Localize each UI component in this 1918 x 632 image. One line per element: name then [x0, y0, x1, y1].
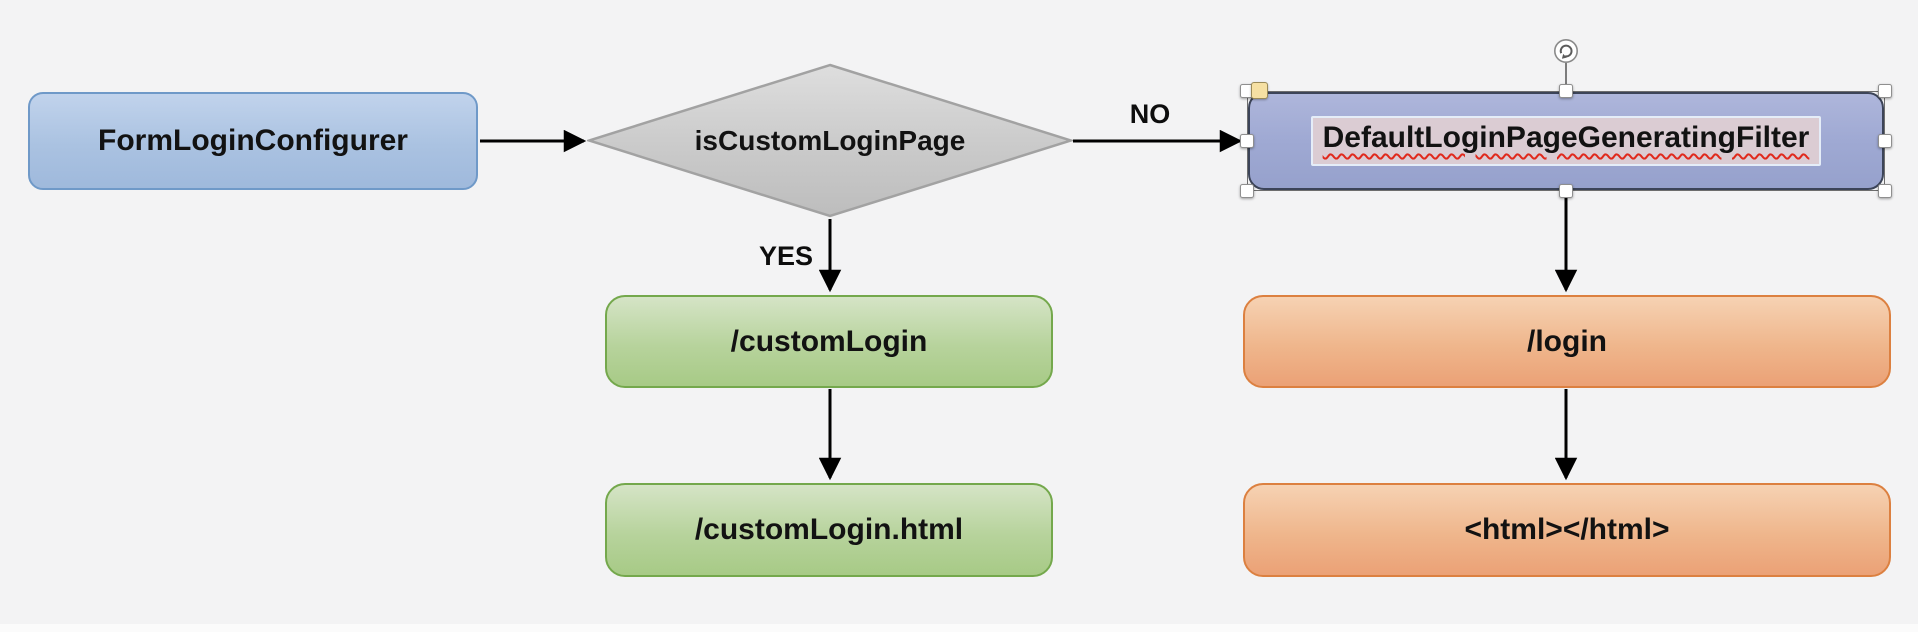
- node-label: /customLogin.html: [694, 513, 964, 546]
- node-label: isCustomLoginPage: [694, 124, 966, 156]
- rotate-handle[interactable]: [1553, 38, 1579, 64]
- edge-label-no: NO: [1129, 99, 1171, 129]
- node-html-output[interactable]: <html></html>: [1243, 483, 1891, 577]
- resize-handle-right[interactable]: [1878, 134, 1892, 148]
- text-selection-highlight: DefaultLoginPageGeneratingFilter: [1310, 115, 1822, 167]
- node-label: DefaultLoginPageGeneratingFilter: [1322, 120, 1810, 154]
- node-custom-login[interactable]: /customLogin: [605, 295, 1053, 388]
- node-label: /customLogin: [730, 324, 928, 358]
- resize-handle-top-right[interactable]: [1878, 84, 1892, 98]
- decision-diamond-shape: [587, 63, 1073, 218]
- resize-handle-bottom-left[interactable]: [1240, 184, 1254, 198]
- resize-handle-bottom[interactable]: [1559, 184, 1573, 198]
- resize-handle-bottom-right[interactable]: [1878, 184, 1892, 198]
- node-default-login-page-generating-filter[interactable]: DefaultLoginPageGeneratingFilter: [1248, 92, 1884, 190]
- node-is-custom-login-page[interactable]: isCustomLoginPage: [587, 63, 1073, 218]
- edge-label-yes: YES: [758, 241, 814, 271]
- adjust-handle[interactable]: [1251, 82, 1268, 99]
- resize-handle-top[interactable]: [1559, 84, 1573, 98]
- node-custom-login-html[interactable]: /customLogin.html: [605, 483, 1053, 577]
- node-label: <html></html>: [1464, 513, 1670, 546]
- rotate-icon: [1554, 39, 1578, 63]
- selection-frame: DefaultLoginPageGeneratingFilter: [1240, 39, 1892, 198]
- node-label: FormLoginConfigurer: [98, 124, 408, 157]
- node-label: /login: [1527, 324, 1607, 358]
- canvas-bottom-edge: [0, 624, 1918, 632]
- node-form-login-configurer[interactable]: FormLoginConfigurer: [28, 92, 478, 190]
- resize-handle-left[interactable]: [1240, 134, 1254, 148]
- node-login[interactable]: /login: [1243, 295, 1891, 388]
- rotate-handle-stem: [1565, 63, 1567, 86]
